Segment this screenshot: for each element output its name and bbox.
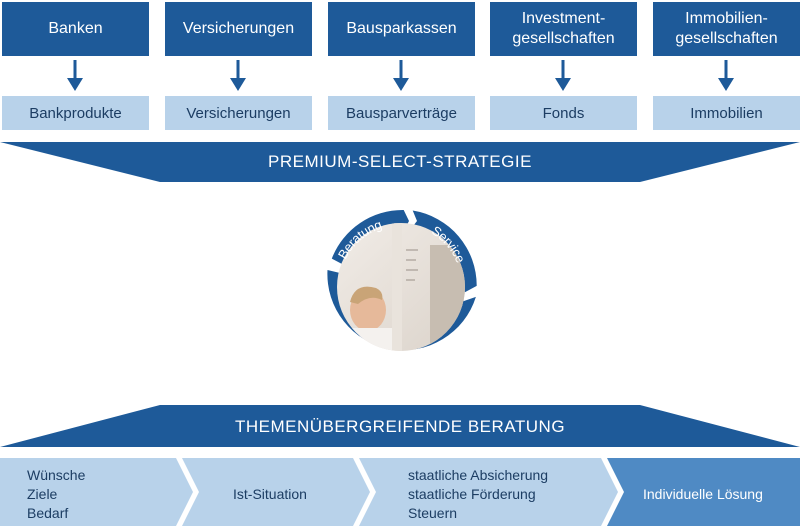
strategy-title: PREMIUM-SELECT-STRATEGIE xyxy=(268,152,532,171)
provider-box-investment-companies: Investment- gesellschaften xyxy=(490,2,637,56)
cycle-label-analyse: Analyse xyxy=(378,349,427,368)
svg-text:Analyse: Analyse xyxy=(378,349,427,368)
strategy-funnel-band xyxy=(0,142,800,182)
process-step-3-text: staatliche Absicherung staatliche Förder… xyxy=(408,467,549,521)
advice-band xyxy=(0,405,800,447)
process-step-4-shape xyxy=(607,458,800,526)
process-chevron-row xyxy=(0,458,800,526)
arrow-down-icon xyxy=(393,60,409,91)
process-step-1-shape xyxy=(0,458,193,526)
advice-title: THEMENÜBERGREIFENDE BERATUNG xyxy=(234,417,566,436)
provider-box-real-estate-companies: Immobilien- gesellschaften xyxy=(653,2,800,56)
provider-box-building-societies: Bausparkassen xyxy=(328,2,475,56)
arrow-down-icon xyxy=(67,60,83,91)
provider-box-banks: Banken xyxy=(2,2,149,56)
process-step-2-shape xyxy=(182,458,370,526)
advice-cycle-diagram: Beratung Service Analyse xyxy=(327,209,477,368)
product-box-insurance: Versicherungen xyxy=(165,96,312,130)
product-box-building-savings: Bausparverträge xyxy=(328,96,475,130)
product-box-bank-products: Bankprodukte xyxy=(2,96,149,130)
process-step-2-text: Ist-Situation xyxy=(233,486,307,502)
arrow-down-icon xyxy=(230,60,246,91)
product-box-funds: Fonds xyxy=(490,96,637,130)
arrow-down-icon xyxy=(555,60,571,91)
product-box-real-estate: Immobilien xyxy=(653,96,800,130)
provider-box-insurers: Versicherungen xyxy=(165,2,312,56)
arrow-down-icon xyxy=(718,60,734,91)
process-step-4-text: Individuelle Lösung xyxy=(643,486,763,502)
process-step-1-text: Wünsche Ziele Bedarf xyxy=(27,467,86,521)
process-step-3-shape xyxy=(359,458,618,526)
